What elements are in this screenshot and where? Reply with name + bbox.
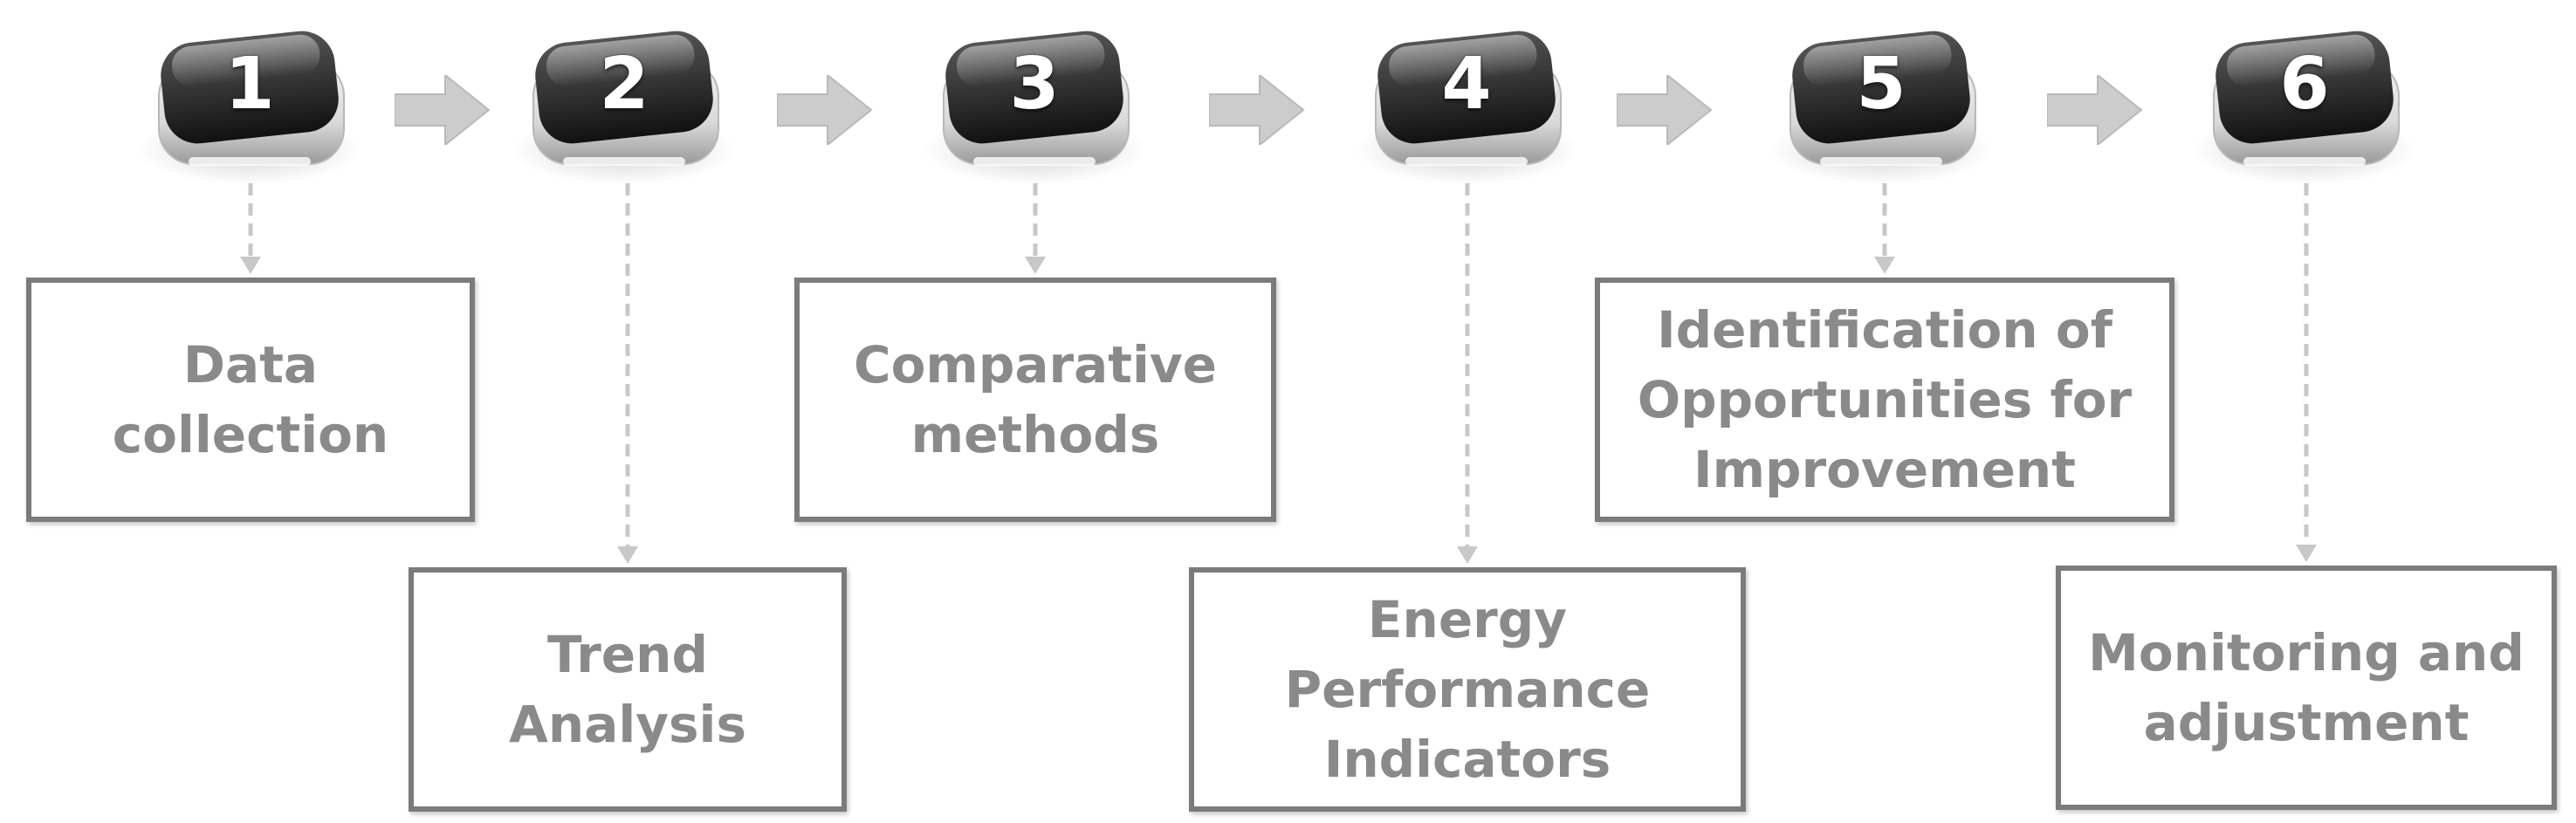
step-number: 5 <box>1856 43 1906 126</box>
step-2-badge: 2 <box>511 19 738 194</box>
step-5-badge: 5 <box>1768 19 1995 194</box>
task-box-comparative-methods: Comparative methods <box>794 278 1276 522</box>
connector-arrowhead-step-3 <box>1025 257 1046 274</box>
task-box-data-collection: Data collection <box>26 278 475 522</box>
task-box-energy-performance-indicators: Energy Performance Indicators <box>1189 567 1746 812</box>
key-graphic <box>1355 31 1578 185</box>
arrow-right-icon <box>777 75 873 145</box>
connector-arrowhead-step-1 <box>240 257 261 274</box>
step-number: 2 <box>599 43 649 126</box>
task-label-energy-performance-indicators: Energy Performance Indicators <box>1284 590 1651 789</box>
task-label-identification-of-opportunities: Identification of Opportunities for Impr… <box>1637 300 2133 499</box>
step-number: 4 <box>1441 43 1492 126</box>
connector-arrowhead-step-2 <box>617 546 638 564</box>
step-1-badge: 1 <box>136 19 363 194</box>
step-3-badge: 3 <box>921 19 1148 194</box>
task-label-data-collection: Data collection <box>112 335 389 464</box>
key-graphic <box>923 31 1146 185</box>
task-label-comparative-methods: Comparative methods <box>854 335 1217 464</box>
task-box-monitoring-and-adjustment: Monitoring and adjustment <box>2056 566 2557 810</box>
step-number: 6 <box>2279 43 2330 126</box>
task-label-monitoring-and-adjustment: Monitoring and adjustment <box>2088 623 2524 752</box>
connector-arrowhead-step-5 <box>1874 257 1895 274</box>
flow-arrow-3-4 <box>1209 75 1305 145</box>
arrow-right-icon <box>1209 75 1305 145</box>
arrow-right-icon <box>2047 75 2143 145</box>
flow-arrow-4-5 <box>1617 75 1713 145</box>
arrow-right-icon <box>395 75 491 145</box>
step-6-badge: 6 <box>2191 19 2418 194</box>
task-box-identification-of-opportunities: Identification of Opportunities for Impr… <box>1595 278 2174 522</box>
step-number: 1 <box>224 43 275 126</box>
key-graphic <box>512 31 736 185</box>
flow-arrow-5-6 <box>2047 75 2143 145</box>
connector-arrowhead-step-4 <box>1457 546 1478 564</box>
arrow-right-icon <box>1617 75 1713 145</box>
step-4-badge: 4 <box>1353 19 1580 194</box>
task-box-trend-analysis: Trend Analysis <box>409 567 847 812</box>
connector-arrowhead-step-6 <box>2296 545 2317 562</box>
key-graphic <box>138 31 361 185</box>
flow-arrow-1-2 <box>395 75 491 145</box>
flow-arrow-2-3 <box>777 75 873 145</box>
task-label-trend-analysis: Trend Analysis <box>509 625 746 754</box>
key-graphic <box>1769 31 1993 185</box>
step-number: 3 <box>1009 43 1060 126</box>
key-graphic <box>2193 31 2416 185</box>
